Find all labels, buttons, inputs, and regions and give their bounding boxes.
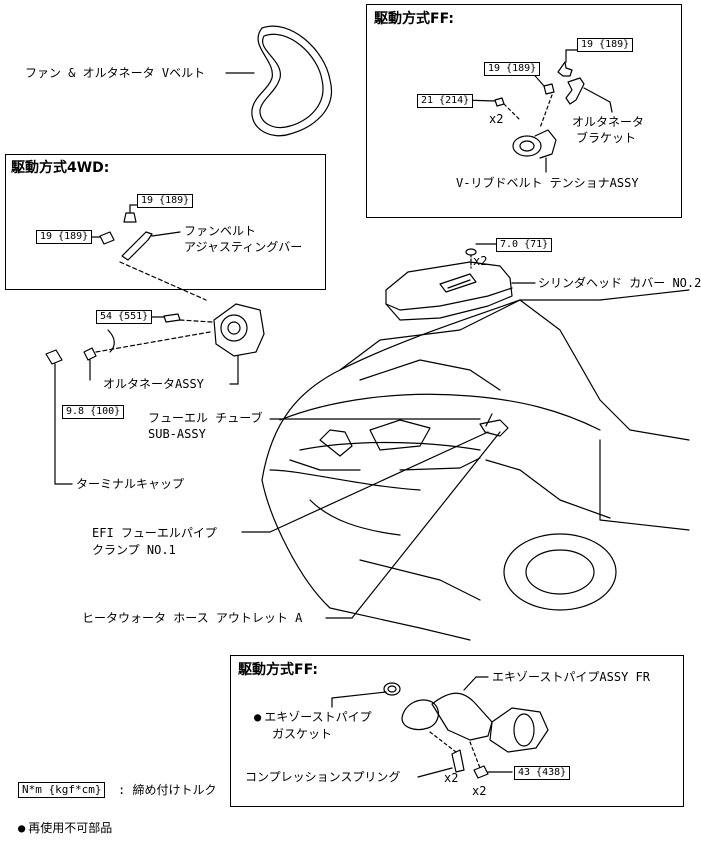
ff-tensioner-box [366, 4, 682, 218]
torque-ff-left: 21 {214} [417, 94, 474, 108]
car-drawing [261, 289, 690, 641]
v-belt-label: ファン & オルタネータ Vベルト [25, 66, 206, 80]
efi-clamp-label-1: EFI フューエルパイプ [92, 526, 217, 540]
heater-hose-label: ヒータウォータ ホース アウトレット A [82, 611, 303, 625]
torque-terminal: 9.8 {100} [62, 405, 125, 419]
tensioner-label: V-リブドベルト テンショナASSY [456, 176, 639, 190]
ff-exhaust-box [230, 655, 684, 807]
exhaust-bolt-qty: x2 [472, 784, 487, 798]
fuel-tube-label-1: フューエル チューブ [148, 411, 263, 425]
wd-adjusting-box [5, 154, 326, 290]
adj-bar-label-2: アジャスティングバー [184, 240, 303, 254]
torque-wd-upper: 19 {189} [137, 194, 194, 208]
legend-nonreuse: 再使用不可部品 [18, 821, 112, 835]
ff-bolt-qty: x2 [489, 112, 504, 126]
gasket-label-2: ガスケット [272, 727, 333, 741]
torque-wd-left: 19 {189} [36, 230, 93, 244]
torque-exhaust-bolt: 43 {438} [514, 766, 571, 780]
torque-ff-upper: 19 {189} [577, 38, 634, 52]
legend-torque-box: N*m {kgf*cm} [18, 782, 106, 798]
v-belt-drawing [225, 25, 333, 137]
leader-lines [241, 418, 501, 619]
adj-bar-label-1: ファンベルト [184, 224, 257, 238]
torque-alt-bolt: 54 {551} [96, 310, 153, 324]
torque-cover: 7.0 {71} [496, 238, 553, 252]
terminal-cap-label: ターミナルキャップ [76, 477, 185, 491]
alt-bracket-label-2: ブラケット [576, 131, 637, 145]
alt-bracket-label-1: オルタネータ [572, 115, 645, 129]
wd-header: 駆動方式4WD: [11, 160, 110, 176]
head-cover-drawing [385, 243, 536, 321]
legend-torque-text: : 締め付けトルク [118, 783, 217, 797]
cover-nut-qty: x2 [473, 254, 488, 268]
ff-header: 駆動方式FF: [374, 11, 454, 27]
efi-clamp-label-2: クランプ NO.1 [92, 543, 176, 557]
spring-qty: x2 [444, 771, 459, 785]
fuel-tube-label-2: SUB-ASSY [148, 427, 206, 441]
alternator-label: オルタネータASSY [103, 377, 204, 391]
spring-label: コンプレッションスプリング [245, 770, 401, 784]
torque-ff-mid: 19 {189} [484, 62, 541, 76]
head-cover-label: シリンダヘッド カバー NO.2 [538, 276, 701, 290]
exhaust-drawing [331, 676, 549, 779]
gasket-label-1: エキゾーストパイプ [254, 710, 371, 724]
ff2-header: 駆動方式FF: [238, 662, 318, 678]
alternator-drawing [45, 303, 265, 485]
exhaust-label: エキゾーストパイプASSY FR [492, 670, 650, 684]
ff-tensioner-drawing [461, 49, 613, 173]
